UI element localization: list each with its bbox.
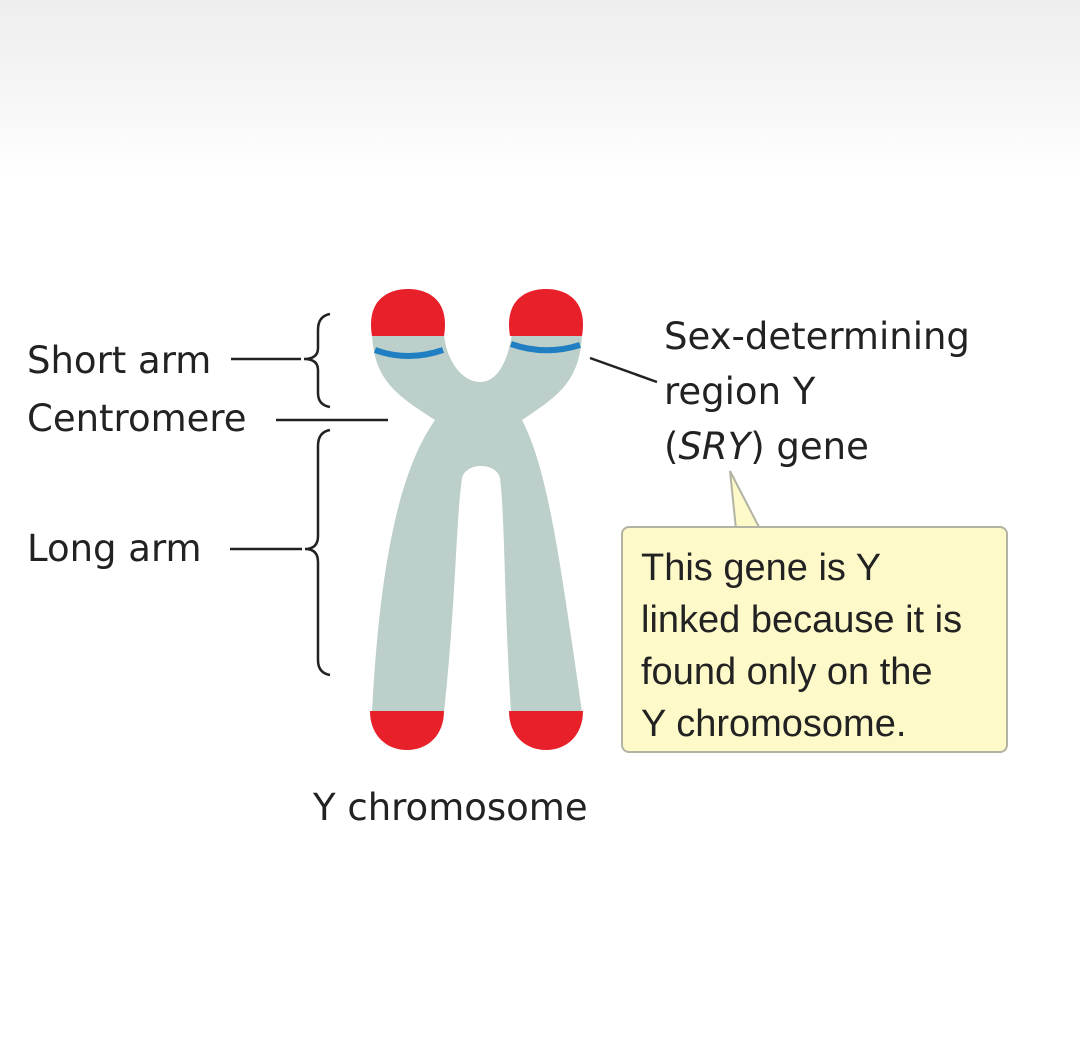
sry-label-line-2: region Y: [664, 370, 816, 413]
centromere-label: Centromere: [27, 397, 247, 440]
telomere-bottom-right: [509, 711, 583, 750]
sry-label-line-3: (SRY) gene: [664, 419, 970, 474]
sry-abbreviation: SRY: [678, 425, 751, 468]
callout-tail: [729, 470, 761, 530]
chromosome-caption: Y chromosome: [313, 786, 588, 829]
sry-band-right: [510, 341, 581, 354]
sry-band-left: [373, 347, 444, 359]
telomere-top-right: [508, 289, 584, 336]
short-arm-label: Short arm: [27, 339, 212, 382]
sry-pointer-line: [589, 356, 658, 384]
long-arm-label: Long arm: [27, 527, 202, 570]
callout-text: This gene is Y linked because it is foun…: [641, 547, 963, 745]
long-arm-bracket: [304, 428, 331, 677]
short-arm-bracket: [303, 312, 331, 409]
chromosome-body: [372, 334, 582, 712]
telomere-top-left: [370, 289, 446, 336]
sry-open-paren: (: [664, 425, 679, 468]
callout-box: This gene is Y linked because it is foun…: [621, 526, 1008, 753]
sry-gene-word: ) gene: [750, 425, 869, 468]
sry-label-line-1: Sex-determining: [664, 315, 970, 358]
sry-gene-label: Sex-determining region Y (SRY) gene: [664, 309, 970, 474]
telomere-bottom-left: [370, 711, 444, 750]
top-band: [0, 0, 1080, 175]
